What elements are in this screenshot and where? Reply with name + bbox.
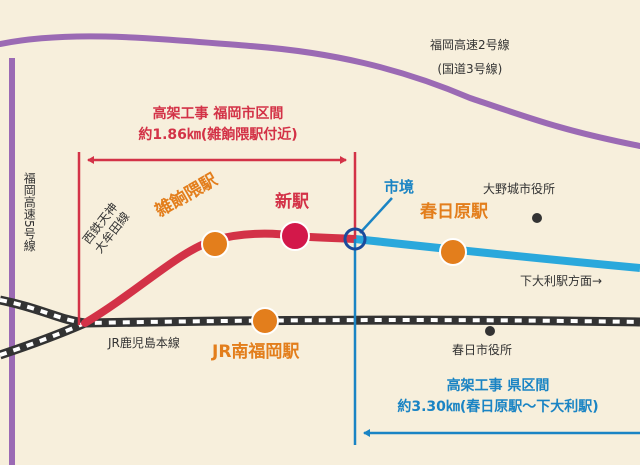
onojo-city-hall-marker (532, 213, 542, 223)
elevated-section-fukuoka-city (81, 229, 359, 327)
kasugabaru-station-label: 春日原駅 (420, 202, 488, 222)
expressway-2-line (0, 33, 640, 149)
fukuoka-section-title: 高架工事 福岡市区間 (152, 106, 284, 122)
elevated-section-prefecture (354, 235, 640, 272)
expressway-5-label: 福岡高速5号線 (22, 172, 37, 252)
onojo-city-hall-label: 大野城市役所 (483, 182, 556, 196)
fukuoka-section-label: 高架工事 福岡市区間 約1.86㎞(雑餉隈駅付近) (118, 104, 318, 146)
prefecture-section-length: 約3.30㎞(春日原駅～下大利駅) (397, 399, 599, 415)
zasshonokuma-station-marker (201, 230, 229, 258)
jr-line-label: JR鹿児島本線 (108, 336, 180, 350)
jr-minami-fukuoka-station-label: JR南福岡駅 (212, 342, 300, 362)
new-station-label: 新駅 (275, 192, 309, 212)
city-boundary-marker (343, 227, 367, 251)
jr-kagoshima-line (0, 295, 640, 328)
expressway-2-label: 福岡高速2号線 (国道3号線) (430, 38, 510, 77)
kasugabaru-station-marker (439, 238, 467, 266)
prefecture-section-title: 高架工事 県区間 (446, 378, 550, 394)
kasuga-city-hall-label: 春日市役所 (452, 343, 513, 357)
city-boundary-leader (359, 197, 393, 234)
city-boundary-label: 市境 (384, 178, 415, 196)
jr-minami-fukuoka-station-marker (251, 307, 279, 335)
fukuoka-section-length: 約1.86㎞(雑餉隈駅付近) (138, 127, 298, 143)
expressway-2-sub: (国道3号線) (437, 62, 503, 77)
kasuga-city-hall-marker (485, 326, 495, 336)
prefecture-section-label: 高架工事 県区間 約3.30㎞(春日原駅～下大利駅) (360, 376, 636, 418)
expressway-2-name: 福岡高速2号線 (430, 38, 510, 52)
new-station-marker (280, 221, 310, 251)
shimo-ori-direction-label: 下大利駅方面→ (520, 274, 603, 288)
nishitetsu-line (0, 318, 87, 360)
